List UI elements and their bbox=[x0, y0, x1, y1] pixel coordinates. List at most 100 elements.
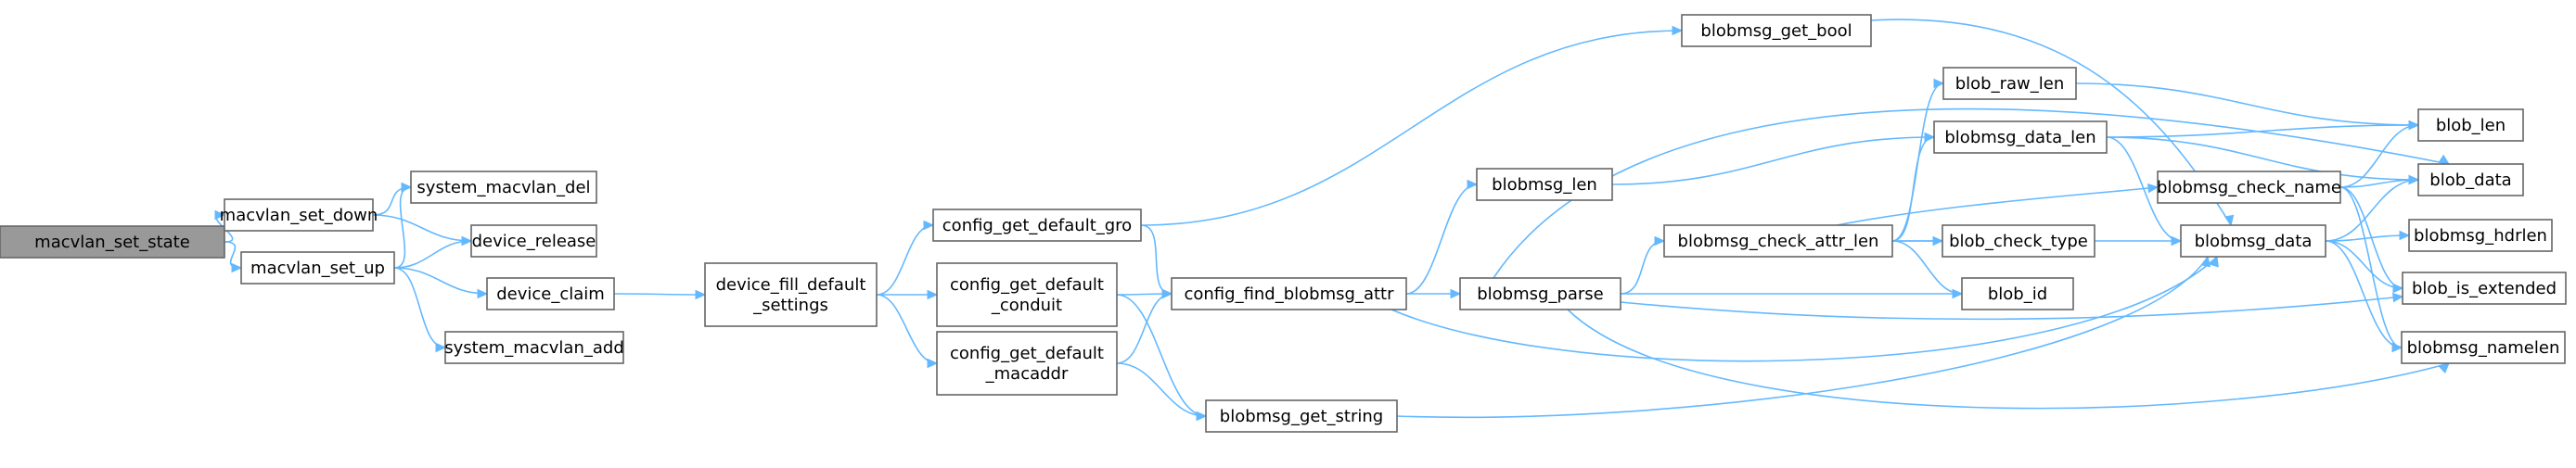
node-config-find-blobmsg-attr[interactable]: config_find_blobmsg_attr bbox=[1171, 277, 1407, 310]
node-box bbox=[936, 262, 1118, 327]
node-blob-id[interactable]: blob_id bbox=[1961, 277, 2074, 310]
arrowhead-macvlan_set_state-macvlan_set_up bbox=[231, 262, 243, 273]
edge-device_claim-to-device_fill_default_settings bbox=[613, 289, 707, 300]
arrowhead-blobmsg_check_attr_len-blobmsg_data_len bbox=[1924, 132, 1936, 143]
node-box bbox=[2402, 272, 2567, 305]
arrowhead-device_fill_default_settings-config_get_default_macaddr bbox=[927, 358, 939, 369]
arrowhead-blobmsg_data-blob_is_extended bbox=[2392, 283, 2404, 294]
node-blobmsg-len[interactable]: blobmsg_len bbox=[1476, 168, 1613, 201]
edge-line bbox=[1396, 256, 2209, 419]
arrowhead-blobmsg_check_attr_len-blobmsg_check_name bbox=[2147, 183, 2159, 194]
node-blob-data[interactable]: blob_data bbox=[2417, 163, 2524, 196]
edge-line bbox=[1493, 108, 2450, 279]
node-config-get-default-gro[interactable]: config_get_default_gro bbox=[932, 209, 1142, 242]
node-label: blob_check_type bbox=[1949, 232, 2088, 251]
node-label: config_get_default_gro bbox=[942, 216, 1132, 235]
arrowhead-blobmsg_check_name-blob_len bbox=[2408, 120, 2420, 131]
edge-blobmsg_check_attr_len-to-blobmsg_data_len bbox=[1891, 132, 1936, 242]
node-macvlan-set-down[interactable]: macvlan_set_down bbox=[220, 198, 378, 232]
arrowhead-config_get_default_gro-blobmsg_get_bool bbox=[1672, 25, 1684, 36]
node-config-get-default-conduit[interactable]: config_get_default_conduit bbox=[936, 262, 1118, 327]
node-box bbox=[1205, 399, 1398, 433]
node-box bbox=[1961, 277, 2074, 310]
node-blobmsg-check-name[interactable]: blobmsg_check_name bbox=[2157, 171, 2341, 204]
arrowhead-macvlan_set_state-macvlan_set_down bbox=[214, 209, 226, 221]
node-blobmsg-data-len[interactable]: blobmsg_data_len bbox=[1933, 120, 2108, 154]
edge-device_fill_default_settings-to-config_get_default_gro bbox=[876, 220, 935, 296]
node-box bbox=[2401, 331, 2566, 364]
node-system-macvlan-add[interactable]: system_macvlan_add bbox=[444, 331, 624, 364]
node-blobmsg-namelen[interactable]: blobmsg_namelen bbox=[2401, 331, 2566, 364]
node-box bbox=[1476, 168, 1613, 201]
node-box bbox=[1942, 67, 2077, 100]
node-box bbox=[2417, 108, 2524, 142]
node-label: blob_data bbox=[2429, 171, 2511, 190]
arrowhead-blobmsg_check_attr_len-blob_id bbox=[1952, 288, 1964, 299]
edge-line bbox=[1620, 240, 1665, 295]
arrowhead-config_find_blobmsg_attr-blobmsg_data bbox=[2209, 255, 2219, 268]
arrowhead-blobmsg_parse-blob_is_extended bbox=[2392, 292, 2404, 303]
arrowhead-blobmsg_parse-blobmsg_check_attr_len bbox=[1654, 235, 1666, 247]
edge-config_find_blobmsg_attr-to-blobmsg_data bbox=[1391, 255, 2219, 362]
edge-macvlan_set_up-to-device_release bbox=[393, 235, 473, 269]
arrowhead-blobmsg_data_len-blobmsg_data bbox=[2171, 235, 2183, 247]
node-blobmsg-get-string[interactable]: blobmsg_get_string bbox=[1205, 399, 1398, 433]
edge-config_find_blobmsg_attr-to-blobmsg_len bbox=[1405, 179, 1479, 295]
node-blobmsg-check-attr-len[interactable]: blobmsg_check_attr_len bbox=[1663, 224, 1893, 258]
node-macvlan-set-state[interactable]: macvlan_set_state bbox=[0, 225, 225, 259]
arrowhead-macvlan_set_up-system_macvlan_add bbox=[435, 342, 447, 353]
node-blobmsg-data[interactable]: blobmsg_data bbox=[2180, 224, 2326, 258]
edge-line bbox=[2106, 124, 2419, 138]
node-label: system_macvlan_del bbox=[417, 178, 590, 197]
node-box bbox=[932, 209, 1142, 242]
node-macvlan-set-up[interactable]: macvlan_set_up bbox=[240, 251, 395, 285]
arrowhead-blobmsg_data-blob_data bbox=[2408, 174, 2420, 185]
node-blob-raw-len[interactable]: blob_raw_len bbox=[1942, 67, 2077, 100]
node-label: blob_id bbox=[1988, 285, 2047, 304]
edge-line bbox=[2106, 136, 2182, 242]
arrowhead-blobmsg_get_string-blobmsg_data bbox=[2200, 255, 2211, 268]
edge-line bbox=[876, 224, 934, 296]
node-blobmsg-get-bool[interactable]: blobmsg_get_bool bbox=[1681, 14, 1872, 47]
node-device-claim[interactable]: device_claim bbox=[486, 277, 615, 310]
node-label: device_fill_default bbox=[716, 275, 866, 295]
node-box bbox=[704, 262, 878, 327]
node-system-macvlan-del[interactable]: system_macvlan_del bbox=[410, 171, 597, 204]
edge-macvlan_set_state-to-macvlan_set_up bbox=[224, 241, 243, 273]
arrowhead-macvlan_set_up-system_macvlan_del bbox=[401, 182, 413, 193]
node-box bbox=[0, 225, 225, 259]
node-config-get-default-macaddr[interactable]: config_get_default_macaddr bbox=[936, 331, 1118, 396]
arrowhead-config_get_default_macaddr-blobmsg_get_string bbox=[1196, 411, 1208, 422]
node-box bbox=[1663, 224, 1893, 258]
edge-blobmsg_check_name-to-blob_len bbox=[2339, 120, 2420, 188]
node-box bbox=[1933, 120, 2108, 154]
node-device-release[interactable]: device_release bbox=[470, 224, 597, 258]
edge-blobmsg_len-to-blobmsg_data_len bbox=[1611, 132, 1936, 185]
node-blobmsg-hdrlen[interactable]: blobmsg_hdrlen bbox=[2408, 219, 2553, 252]
edge-line bbox=[372, 186, 412, 216]
edge-blobmsg_parse-to-blobmsg_check_attr_len bbox=[1620, 235, 1666, 295]
node-blob-len[interactable]: blob_len bbox=[2417, 108, 2524, 142]
node-label: blob_is_extended bbox=[2412, 279, 2557, 298]
arrowhead-blobmsg_parse-blobmsg_namelen bbox=[2438, 362, 2450, 374]
node-blob-check-type[interactable]: blob_check_type bbox=[1942, 224, 2095, 258]
edge-line bbox=[1611, 136, 1935, 185]
node-label: device_release bbox=[472, 232, 596, 251]
node-blob-is-extended[interactable]: blob_is_extended bbox=[2402, 272, 2567, 305]
edge-line bbox=[1116, 294, 1207, 417]
node-label: blobmsg_data_len bbox=[1944, 128, 2095, 147]
edge-blobmsg_parse-to-blob_is_extended bbox=[1620, 292, 2404, 321]
nodes-layer: macvlan_set_statemacvlan_set_downmacvlan… bbox=[0, 14, 2567, 433]
node-blobmsg-parse[interactable]: blobmsg_parse bbox=[1459, 277, 1621, 310]
node-label: macvlan_set_down bbox=[220, 206, 378, 225]
arrowhead-blobmsg_data-blobmsg_namelen bbox=[2391, 342, 2403, 353]
node-box bbox=[2157, 171, 2341, 204]
edge-config_get_default_gro-to-config_find_blobmsg_attr bbox=[1140, 224, 1173, 299]
node-device-fill-default-settings[interactable]: device_fill_default_settings bbox=[704, 262, 878, 327]
edge-macvlan_set_up-to-device_claim bbox=[393, 267, 489, 299]
edge-config_find_blobmsg_attr-to-blobmsg_parse bbox=[1406, 288, 1462, 299]
edge-line bbox=[393, 240, 472, 269]
edge-line bbox=[613, 293, 706, 296]
node-label: system_macvlan_add bbox=[444, 338, 624, 358]
